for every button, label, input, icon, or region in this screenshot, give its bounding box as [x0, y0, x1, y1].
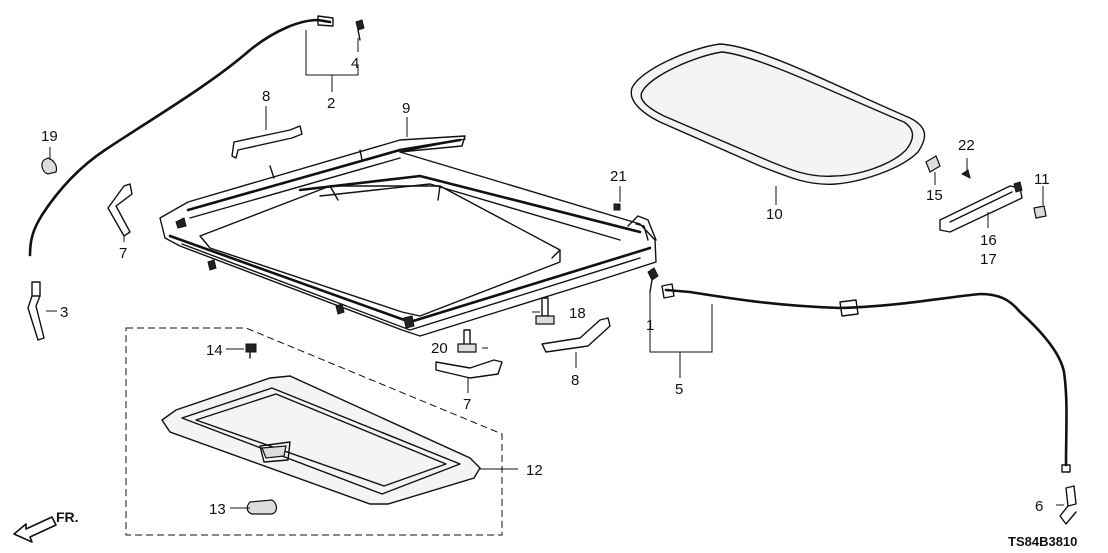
callout-6: 6: [1035, 498, 1043, 515]
guide-part-16-17: [939, 181, 1023, 233]
callout-14: 14: [206, 342, 223, 359]
clip-part-22: [961, 169, 971, 179]
drain-tube-right: [661, 283, 1071, 473]
drain-tube-left: [28, 15, 334, 257]
callout-22: 22: [958, 137, 975, 154]
clip-part-1: [647, 267, 659, 293]
bolt-part-18: [535, 297, 555, 325]
callout-12: 12: [526, 462, 543, 479]
tube-end-part-6: [1059, 485, 1077, 525]
callout-13: 13: [209, 501, 226, 518]
glass-panel-part-10: [630, 43, 926, 186]
callout-7-bottom: 7: [463, 396, 471, 413]
callout-2: 2: [327, 95, 335, 112]
sunroof-frame-part-9: [159, 135, 657, 337]
group-box-part-12: [125, 327, 503, 536]
stopper-part-15: [925, 155, 941, 173]
callout-15: 15: [926, 187, 943, 204]
handle-part-13: [246, 499, 278, 515]
callout-21: 21: [610, 168, 627, 185]
clip-part-14: [245, 343, 257, 359]
spring-part-8-bottom: [541, 317, 611, 353]
callout-4: 4: [351, 55, 359, 72]
bracket-part-7-left: [107, 183, 133, 237]
callout-18: 18: [569, 305, 586, 322]
spring-part-8-top: [231, 125, 303, 159]
callout-8-bottom: 8: [571, 372, 579, 389]
grommet-part-19: [41, 157, 58, 175]
callout-3: 3: [60, 304, 68, 321]
clip-part-4: [355, 19, 365, 41]
tube-end-part-3: [27, 281, 45, 341]
clip-part-11: [1033, 205, 1047, 219]
bracket-part-7-bottom: [435, 359, 503, 379]
leader-lines: [46, 30, 1064, 509]
callout-16: 16: [980, 232, 997, 249]
callout-10: 10: [766, 206, 783, 223]
callout-5: 5: [675, 381, 683, 398]
callout-11: 11: [1034, 171, 1050, 188]
diagram-code: TS84B3810: [1008, 534, 1077, 549]
sunshade-part-12: [161, 375, 481, 505]
screw-part-21: [613, 203, 621, 211]
bolt-part-20: [457, 329, 477, 353]
callout-9: 9: [402, 100, 410, 117]
callout-17: 17: [980, 251, 997, 268]
callout-1: 1: [646, 317, 654, 334]
front-direction-arrow-icon: [13, 516, 57, 543]
callout-20: 20: [431, 340, 448, 357]
front-direction-label: FR.: [56, 509, 79, 525]
callout-7-left: 7: [119, 245, 127, 262]
callout-8-top: 8: [262, 88, 270, 105]
callout-19: 19: [41, 128, 58, 145]
